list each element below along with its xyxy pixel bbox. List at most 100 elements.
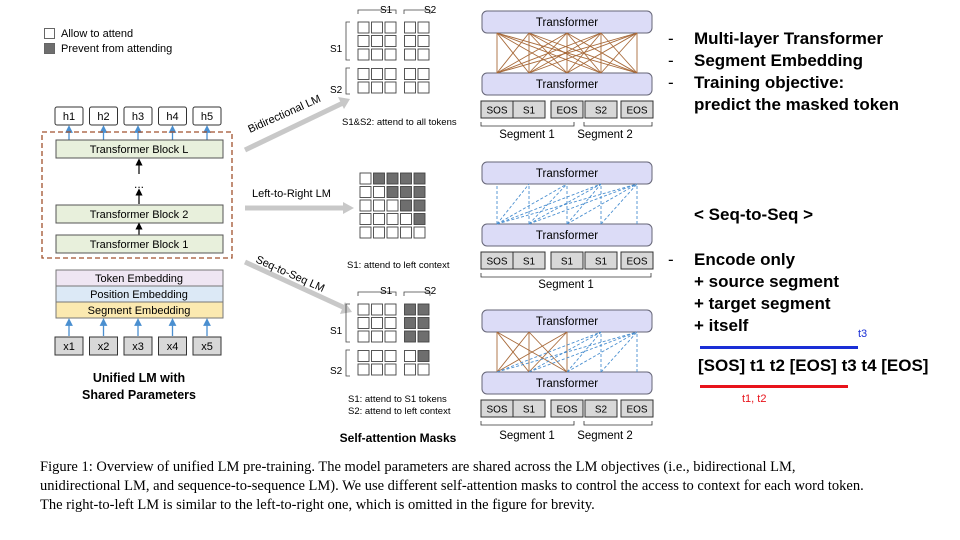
segment-token-box bbox=[620, 251, 654, 270]
transformer-block-l-label: Transformer Block L bbox=[90, 144, 189, 156]
mask-cell bbox=[417, 81, 430, 94]
mask-cell bbox=[384, 363, 397, 376]
input-token-box bbox=[192, 336, 222, 356]
segment-token-label: S1 bbox=[523, 106, 536, 117]
mask-bracket bbox=[403, 9, 431, 14]
mask-cell bbox=[386, 186, 399, 198]
mask-cell bbox=[384, 330, 397, 343]
attention-line bbox=[496, 331, 602, 373]
mask-cell bbox=[384, 35, 397, 47]
segment1-label-bottom: Segment 1 bbox=[499, 430, 555, 442]
feature-bullets: -Multi-layer Transformer -Segment Embedd… bbox=[668, 28, 899, 116]
sequence-text: [SOS] t1 t2 [EOS] t3 t4 [EOS] bbox=[698, 356, 929, 375]
mask-cell bbox=[359, 186, 372, 198]
legend-prevent: Prevent from attending bbox=[44, 41, 172, 56]
output-token-box bbox=[123, 106, 153, 126]
segment-bracket bbox=[583, 122, 653, 127]
mask-cell bbox=[400, 186, 412, 198]
encode-text: Encode only bbox=[694, 250, 796, 269]
input-token-label: x3 bbox=[132, 341, 144, 353]
legend-allow: Allow to attend bbox=[44, 26, 172, 41]
mask-cell bbox=[400, 213, 412, 225]
mask-bi-caption: S1&S2: attend to all tokens bbox=[342, 117, 457, 128]
mask-cell bbox=[357, 68, 370, 80]
segment-token-label: SOS bbox=[486, 257, 507, 268]
input-token-label: x5 bbox=[201, 341, 213, 353]
mask-s2s-caption-1: S1: attend to S1 tokens bbox=[348, 394, 447, 405]
mask-cell bbox=[386, 213, 399, 225]
mask-cell bbox=[384, 68, 397, 80]
red-underline bbox=[700, 385, 848, 388]
mask-cell bbox=[417, 48, 430, 61]
mask-cell bbox=[357, 363, 370, 376]
legend-allow-label: Allow to attend bbox=[61, 27, 134, 40]
segment-token-box bbox=[584, 251, 618, 270]
bullet-continuation: predict the masked token bbox=[668, 94, 899, 116]
attention-line bbox=[496, 32, 568, 74]
attention-line bbox=[528, 32, 638, 74]
bullet-text: predict the masked token bbox=[694, 95, 900, 114]
mask-cell bbox=[357, 317, 370, 329]
mask-cell bbox=[404, 48, 416, 61]
mask-cell bbox=[384, 48, 397, 61]
mask-cell bbox=[400, 172, 412, 185]
blue-label: t3 bbox=[858, 328, 868, 340]
mask-cell bbox=[371, 363, 383, 376]
left-to-right-lm-label: Left-to-Right LM bbox=[252, 188, 331, 200]
encode-text: + source segment bbox=[694, 272, 840, 291]
attention-line bbox=[566, 183, 602, 225]
blue-underline bbox=[700, 346, 858, 349]
lm-arrows bbox=[243, 97, 354, 314]
attention-line bbox=[600, 32, 638, 74]
legend-prevent-label: Prevent from attending bbox=[61, 42, 173, 55]
mask-cell bbox=[371, 317, 383, 329]
mask-cell bbox=[373, 186, 385, 198]
attention-line bbox=[528, 183, 568, 225]
segment-token-label: EOS bbox=[626, 106, 647, 117]
mask-cell bbox=[384, 303, 397, 316]
segment-token-box bbox=[584, 100, 618, 119]
mask-cell bbox=[357, 21, 370, 34]
segment1-label-mid: Segment 1 bbox=[538, 279, 594, 291]
mask-cell bbox=[359, 172, 372, 185]
bidirectional-arrowhead bbox=[338, 97, 350, 109]
token-embedding-label: Token Embedding bbox=[95, 273, 183, 285]
attention-line bbox=[566, 32, 638, 74]
bullet-item: -Multi-layer Transformer bbox=[668, 29, 883, 48]
left-title-line2: Shared Parameters bbox=[82, 388, 196, 402]
segment-token-box bbox=[620, 100, 654, 119]
segment-token-label: S1 bbox=[523, 257, 536, 268]
transformer-block-l bbox=[55, 139, 224, 159]
mask-bi-s2-top: S2 bbox=[424, 5, 437, 16]
input-token-box bbox=[158, 336, 187, 356]
bidirectional-mask bbox=[345, 9, 431, 95]
mask-cell bbox=[404, 330, 416, 343]
output-token-label: h4 bbox=[166, 111, 178, 123]
mask-cell bbox=[404, 21, 416, 34]
segment-token-box bbox=[584, 399, 618, 418]
mask-l2r-caption: S1: attend to left context bbox=[347, 260, 450, 271]
segment-token-label: SOS bbox=[486, 106, 507, 117]
segment-token-label: S2 bbox=[595, 405, 608, 416]
input-token-label: x1 bbox=[63, 341, 75, 353]
allow-swatch bbox=[44, 28, 55, 39]
seq-to-seq-mask bbox=[345, 291, 431, 377]
mask-bracket bbox=[345, 349, 350, 377]
mask-cell bbox=[371, 48, 383, 61]
segment-bracket bbox=[480, 421, 575, 426]
encode-line: + target segment bbox=[668, 293, 839, 315]
attention-line bbox=[496, 32, 530, 74]
mask-bracket bbox=[345, 21, 350, 61]
mask-cell bbox=[413, 213, 426, 225]
prevent-swatch bbox=[44, 43, 55, 54]
mask-s2s-s1-side: S1 bbox=[330, 326, 343, 337]
seq-to-seq-heading: < Seq-to-Seq > bbox=[694, 205, 814, 224]
transformer-block-1-label: Transformer Block 1 bbox=[90, 239, 189, 251]
mask-cell bbox=[413, 186, 426, 198]
segment-token-label: EOS bbox=[556, 405, 577, 416]
left-to-right-arrowhead bbox=[343, 202, 354, 214]
segment-token-label: SOS bbox=[486, 405, 507, 416]
mask-cell bbox=[417, 330, 430, 343]
